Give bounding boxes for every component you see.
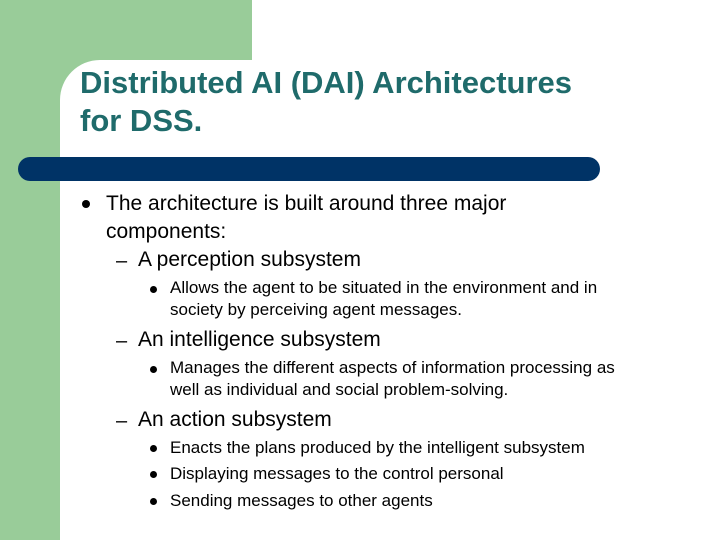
bullet-icon bbox=[150, 471, 157, 478]
action-point-1: Enacts the plans produced by the intelli… bbox=[170, 438, 585, 457]
bullet-icon bbox=[150, 445, 157, 452]
action-point-2: Displaying messages to the control perso… bbox=[170, 464, 504, 483]
main-bullet-text: The architecture is built around three m… bbox=[106, 190, 506, 246]
perception-point-line-2: society by perceiving agent messages. bbox=[170, 300, 462, 319]
perception-point: Allows the agent to be situated in the e… bbox=[170, 277, 597, 321]
subsystem-label-intelligence: An intelligence subsystem bbox=[138, 328, 381, 351]
intelligence-point-line-1: Manages the different aspects of informa… bbox=[170, 358, 615, 377]
dash-icon: – bbox=[116, 330, 128, 352]
title-line-1: Distributed AI (DAI) Architectures bbox=[80, 65, 573, 100]
action-point-3: Sending messages to other agents bbox=[170, 491, 433, 510]
perception-point-line-1: Allows the agent to be situated in the e… bbox=[170, 278, 598, 297]
intelligence-point: Manages the different aspects of informa… bbox=[170, 357, 615, 401]
subsystem-label-action: An action subsystem bbox=[138, 408, 332, 431]
dash-icon: – bbox=[116, 250, 128, 272]
bullet-icon bbox=[82, 200, 90, 208]
title-divider-bar bbox=[18, 157, 600, 181]
slide-title: Distributed AI (DAI) Architectures for D… bbox=[80, 64, 700, 140]
content-panel bbox=[60, 60, 720, 540]
title-line-2: for DSS. bbox=[80, 103, 203, 138]
subsystem-label-perception: A perception subsystem bbox=[138, 248, 361, 271]
main-bullet-line-1: The architecture is built around three m… bbox=[106, 192, 507, 215]
bullet-icon bbox=[150, 366, 157, 373]
bullet-icon bbox=[150, 498, 157, 505]
bullet-icon bbox=[150, 286, 157, 293]
main-bullet-line-2: components: bbox=[106, 220, 227, 243]
dash-icon: – bbox=[116, 410, 128, 432]
intelligence-point-line-2: well as individual and social problem-so… bbox=[170, 380, 509, 399]
